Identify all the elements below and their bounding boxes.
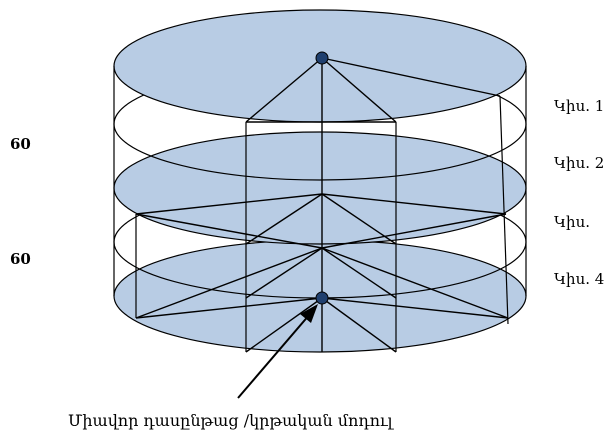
dimension-label-upper: 60	[10, 135, 31, 153]
level-label-4: Կիս. 4	[554, 270, 605, 288]
pointer-arrow-line	[237, 313, 311, 399]
pyramid-edge	[245, 57, 323, 123]
fan-edge	[321, 193, 507, 215]
fan-edge	[321, 297, 397, 353]
level-label-1: Կիս. 1	[554, 97, 605, 115]
fan-edge	[135, 213, 323, 249]
level-label-2: Կիս. 2	[554, 154, 605, 172]
disk-level-1	[113, 9, 527, 123]
dimension-label-lower: 60	[10, 250, 31, 268]
fan-edge	[321, 297, 509, 319]
top-node	[315, 51, 329, 65]
frame-line	[499, 95, 509, 325]
fan-edge	[135, 247, 323, 319]
fan-edge	[245, 297, 323, 353]
level-label-3: Կիս.	[554, 213, 591, 231]
pointer-arrow-head	[300, 304, 318, 323]
caption: Միավոր դասընթաց /կրթական մոդուլ	[68, 411, 393, 430]
fan-edge	[245, 193, 323, 245]
fan-edge	[321, 213, 507, 249]
fan-edge	[245, 247, 323, 299]
bottom-node	[315, 291, 329, 305]
pyramid-edge	[321, 57, 397, 123]
pyramid-edge	[321, 57, 501, 97]
fan-edge	[321, 247, 397, 299]
disk-level-2	[113, 131, 527, 245]
fan-edge	[321, 247, 509, 319]
fan-edge	[321, 193, 397, 245]
fan-edge	[135, 297, 323, 319]
fan-edge	[135, 193, 323, 215]
